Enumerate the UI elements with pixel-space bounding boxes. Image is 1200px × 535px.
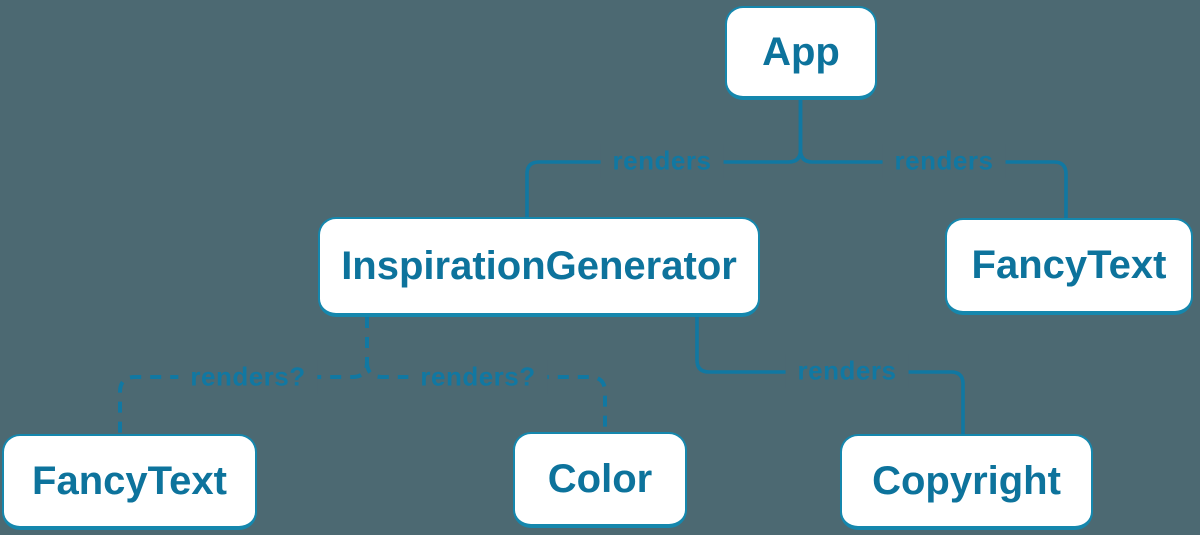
node-inspirationgenerator: InspirationGenerator (318, 217, 760, 317)
node-app-label: App (762, 29, 840, 74)
edge-label-renders-app-inspirationgenerator: renders (600, 143, 724, 179)
node-color: Color (513, 432, 687, 528)
edge-line-inspirationgenerator-to-fancytext-dashed (118, 317, 369, 434)
node-color-label: Color (547, 456, 653, 501)
node-fancytext-top: FancyText (945, 218, 1193, 315)
node-fancytext-top-label: FancyText (971, 243, 1167, 287)
edge-label-renders-app-fancytext: renders (882, 143, 1006, 179)
edge-label-renders-maybe-inspirationgenerator-fancytext: renders? (178, 359, 318, 395)
edge-label-renders-maybe-inspirationgenerator-color: renders? (408, 359, 548, 395)
node-inspirationgenerator-label: InspirationGenerator (341, 243, 737, 288)
node-copyright-label: Copyright (872, 458, 1061, 503)
node-fancytext-bottom: FancyText (2, 434, 257, 530)
edge-label-renders-inspirationgenerator-copyright: renders (785, 353, 909, 389)
node-fancytext-bottom-label: FancyText (32, 458, 227, 503)
edge-line-inspirationgenerator-to-color-dashed (365, 361, 607, 432)
node-app: App (725, 6, 877, 100)
node-copyright: Copyright (840, 434, 1093, 530)
